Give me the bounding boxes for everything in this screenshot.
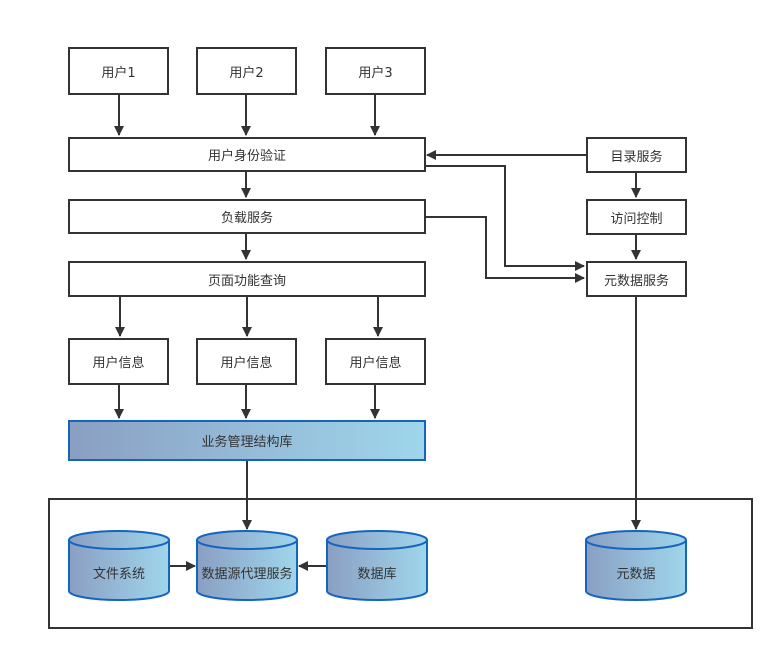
user-info-1-label: 用户信息: [92, 356, 145, 371]
user-3-box: 用户3: [325, 47, 426, 95]
user-info-2-label: 用户信息: [220, 356, 273, 371]
auth-label: 用户身份验证: [207, 149, 286, 164]
access-control-box: 访问控制: [586, 199, 687, 235]
business-db-label: 业务管理结构库: [201, 435, 293, 450]
cylinder-proxy: [196, 530, 298, 601]
auth-box: 用户身份验证: [68, 137, 426, 172]
metadata-service-label: 元数据服务: [603, 273, 669, 289]
user-1-label: 用户1: [101, 65, 136, 81]
proxy-label: 数据源代理服务: [201, 566, 293, 582]
access-control-label: 访问控制: [610, 211, 663, 227]
load-box: 负载服务: [68, 199, 426, 234]
load-label: 负载服务: [220, 211, 273, 226]
business-db-box: 业务管理结构库: [68, 420, 426, 461]
user-info-1-box: 用户信息: [68, 338, 169, 385]
user-1-box: 用户1: [68, 47, 169, 95]
cylinder-database: [326, 530, 428, 601]
page-query-label: 页面功能查询: [207, 273, 286, 289]
user-3-label: 用户3: [358, 65, 393, 81]
cylinder-file-system: [68, 530, 170, 601]
user-info-3-box: 用户信息: [325, 338, 426, 385]
catalog-box: 目录服务: [586, 137, 687, 173]
user-info-2-box: 用户信息: [196, 338, 297, 385]
arrow-load-meta: [425, 216, 585, 283]
page-query-box: 页面功能查询: [68, 261, 426, 297]
file-system-label: 文件系统: [92, 566, 145, 582]
user-2-box: 用户2: [196, 47, 297, 95]
metadata-service-box: 元数据服务: [586, 261, 687, 297]
metadata-label: 元数据: [616, 566, 656, 582]
user-2-label: 用户2: [229, 65, 264, 81]
arrow-auth-meta: [425, 165, 585, 271]
cylinder-metadata: [585, 530, 687, 601]
user-info-3-label: 用户信息: [349, 356, 402, 371]
database-label: 数据库: [357, 566, 397, 582]
catalog-label: 目录服务: [610, 149, 663, 165]
storage-container: [48, 498, 753, 629]
